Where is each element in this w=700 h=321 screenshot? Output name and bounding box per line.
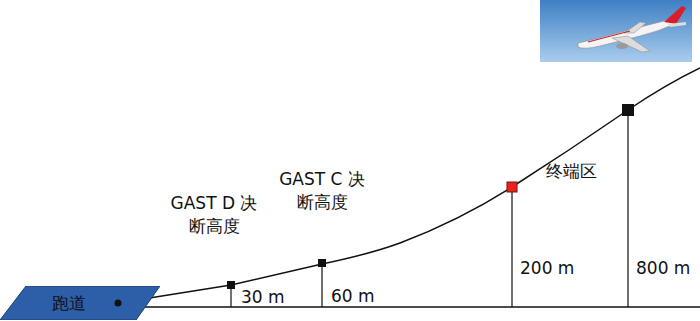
height-value: 800 m [636, 257, 690, 280]
airplane-photo [540, 0, 692, 62]
ground-line [140, 306, 700, 308]
runway: 跑道 [0, 286, 160, 320]
decision-height-label: GAST C 决断高度 [272, 168, 372, 214]
height-value: 200 m [520, 257, 574, 280]
decision-marker [227, 281, 235, 289]
decision-marker [318, 259, 326, 267]
height-line [511, 187, 512, 307]
terminal-marker [622, 104, 634, 116]
decision-height-label: GAST D 决断高度 [164, 192, 264, 238]
flight-path [118, 68, 700, 303]
height-line [230, 286, 231, 307]
terminal-marker [507, 182, 517, 192]
height-value: 60 m [331, 285, 375, 308]
height-value: 30 m [241, 286, 285, 309]
region-label: 终端区 [546, 160, 597, 183]
height-line [627, 110, 628, 307]
height-line [321, 264, 322, 307]
runway-label: 跑道 [52, 292, 86, 315]
